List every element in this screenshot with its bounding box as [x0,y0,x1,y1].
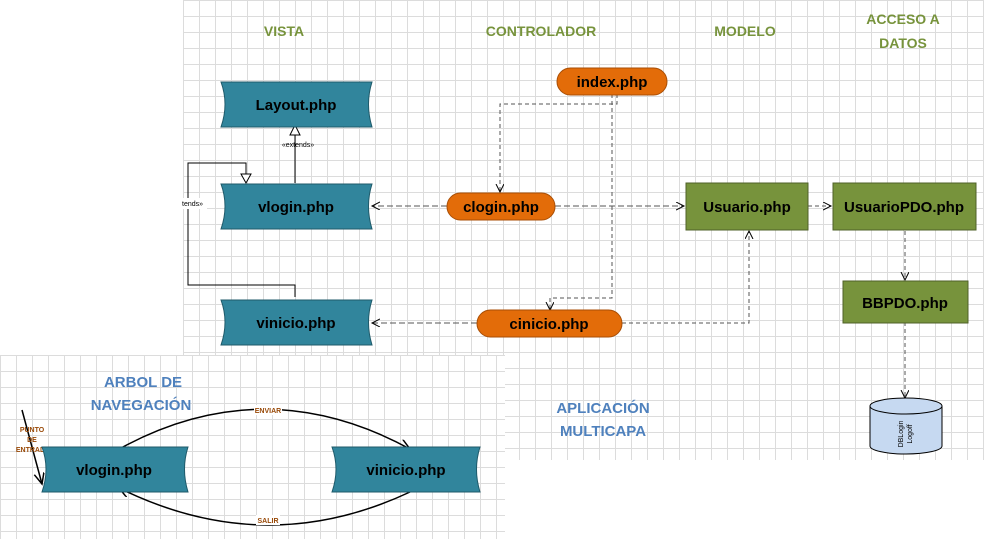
index-to-clogin-connector [500,94,618,192]
index-to-cinicio-connector [550,94,613,310]
entry-point-line1: PUNTO [20,427,45,434]
node-usuario[interactable]: Usuario.php [685,182,809,231]
extends-arrowhead [289,123,301,136]
tree-title-line2: NAVEGACIÓN [91,396,192,414]
node-bbpdo-label: BBPDO.php [862,295,948,312]
node-layout[interactable]: Layout.php [220,81,373,128]
entry-point-line2: DE [27,437,37,444]
app-title-line1: APLICACIÓN [556,399,649,417]
node-vinicio-label: vinicio.php [256,315,335,332]
header-controlador: CONTROLADOR [486,23,596,39]
edge-send-label-bg [254,405,282,415]
extends-partial-label-bg [181,198,207,209]
database-cylinder[interactable]: DBLogin Logoff [869,397,943,455]
tree-node-vinicio-label: vinicio.php [366,462,445,479]
node-bbpdo[interactable]: BBPDO.php [842,280,969,324]
tree-node-vinicio[interactable]: vinicio.php [331,446,481,493]
node-vinicio[interactable]: vinicio.php [220,299,373,346]
node-cinicio-label: cinicio.php [509,316,588,333]
extends-label: «extends» [282,142,314,149]
tree-node-vlogin[interactable]: vlogin.php [41,446,189,493]
app-title-line2: MULTICAPA [560,423,646,440]
extends-partial-label: tends» [182,201,203,208]
edge-exit-label-bg [256,515,280,525]
vinicio-extends-arrowhead [240,173,252,185]
node-vlogin-label: vlogin.php [258,199,334,216]
edge-send [120,408,410,449]
node-clogin-label: clogin.php [463,199,539,216]
node-layout-label: Layout.php [256,97,337,114]
node-vlogin[interactable]: vlogin.php [220,183,373,230]
header-acceso-line1: ACCESO A [866,11,939,27]
node-usuariopdo[interactable]: UsuarioPDO.php [832,182,977,231]
header-vista: VISTA [264,23,304,39]
tree-title-line1: ARBOL DE [104,374,182,391]
node-index-label: index.php [577,74,648,91]
node-cinicio[interactable]: cinicio.php [476,309,623,338]
entry-point-line3: ENTRADA [16,447,50,454]
node-usuario-label: Usuario.php [703,199,791,216]
edge-exit-label: SALIR [258,518,279,525]
node-index[interactable]: index.php [556,67,668,96]
edge-send-label: ENVIAR [255,408,281,415]
header-acceso-line2: DATOS [879,35,927,51]
cinicio-to-usuario-connector [622,231,749,324]
node-clogin[interactable]: clogin.php [446,192,556,221]
database-label-line2: Logoff [907,424,914,443]
tree-node-vlogin-label: vlogin.php [76,462,152,479]
node-usuariopdo-label: UsuarioPDO.php [844,199,964,216]
header-modelo: MODELO [714,23,776,39]
entry-point-arrow [21,409,42,484]
database-label-line1: DBLogin [898,420,905,447]
vinicio-extends-bracket [187,162,296,297]
